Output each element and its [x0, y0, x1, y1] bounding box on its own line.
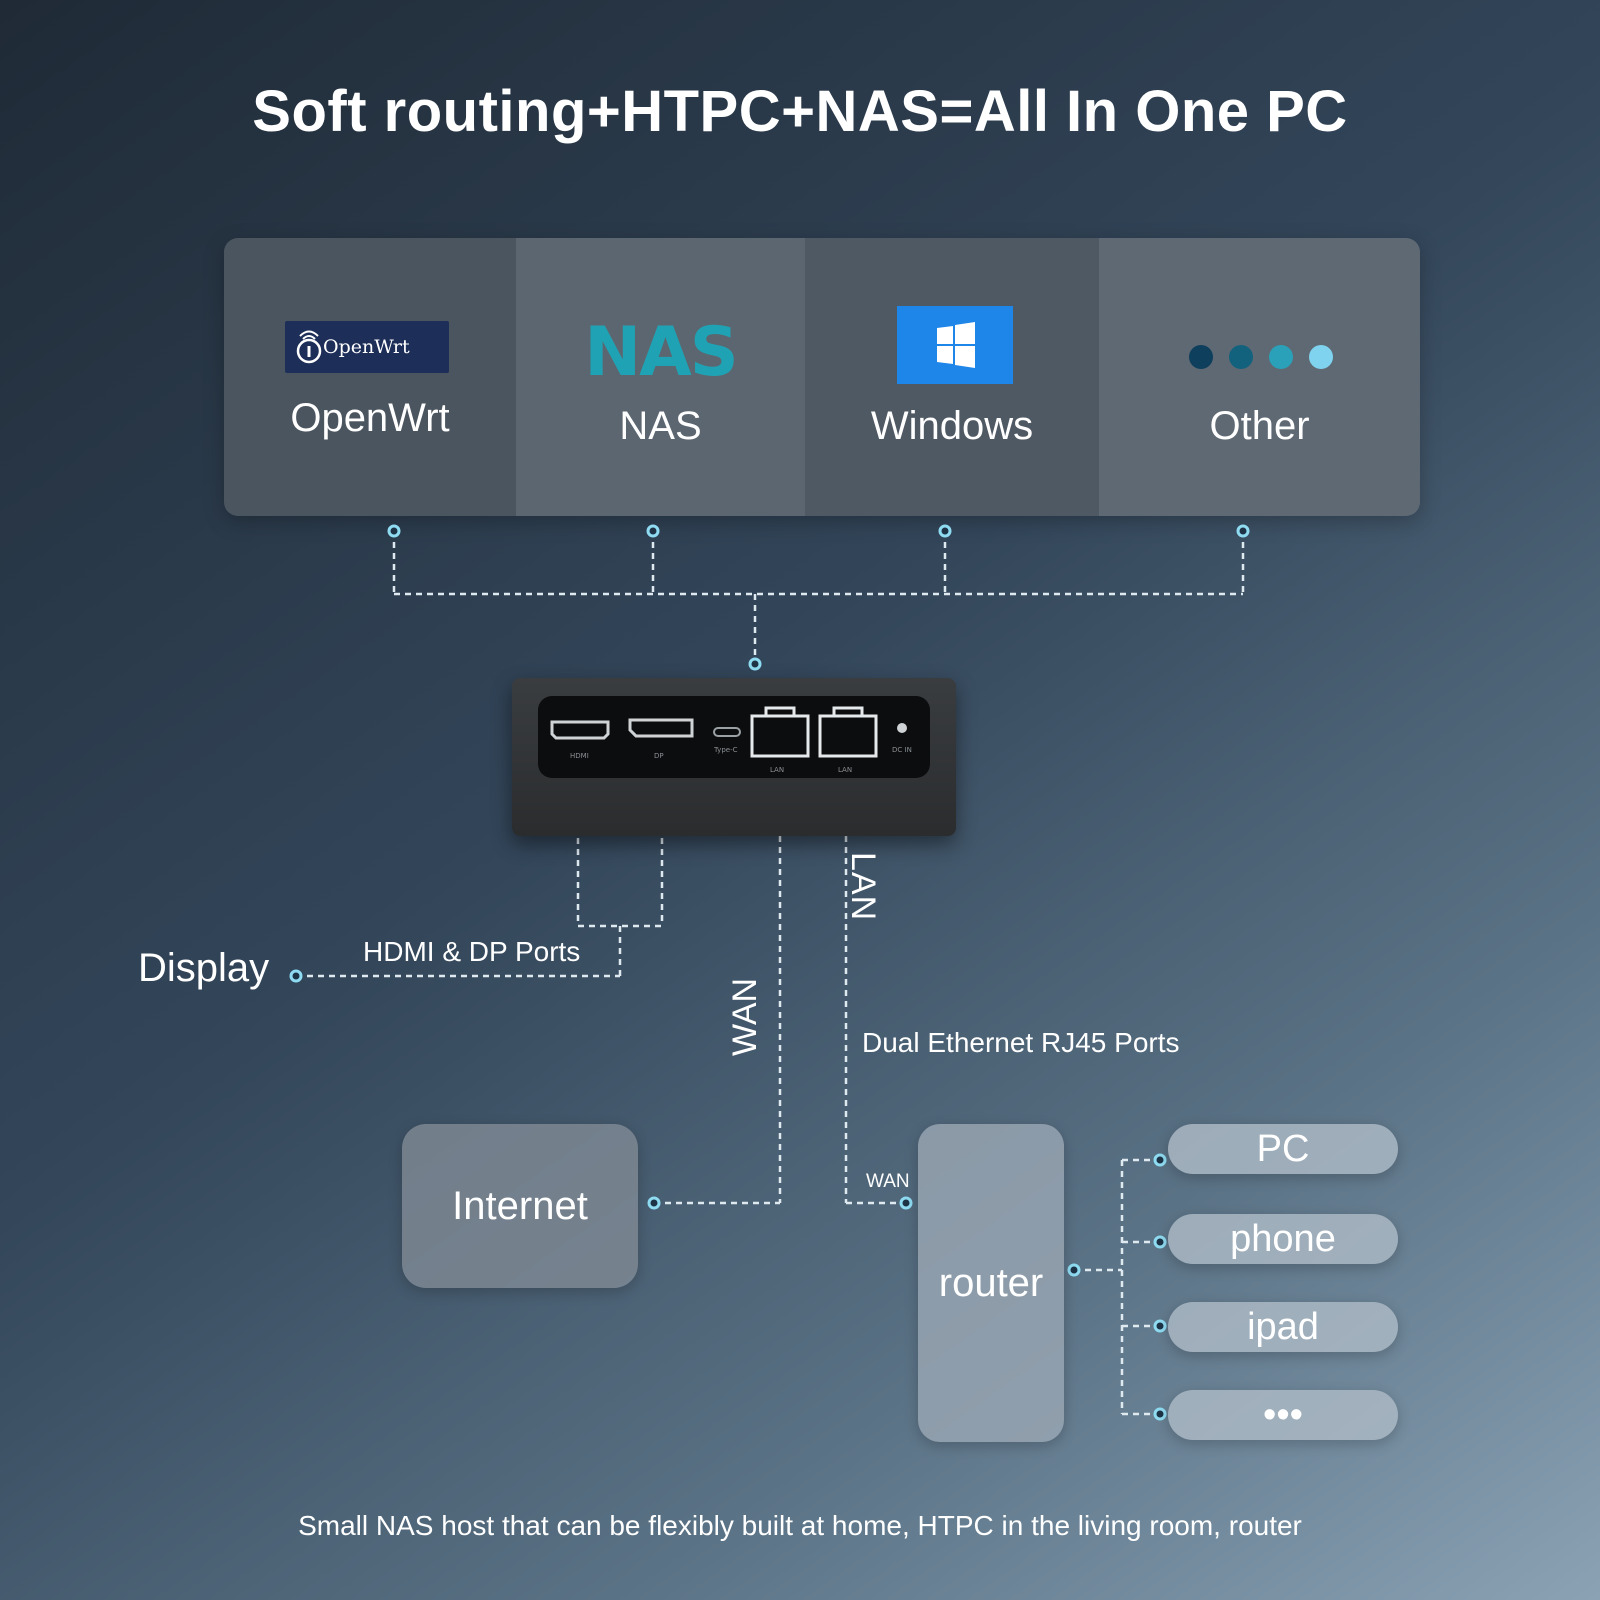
- client-pc: PC: [1168, 1124, 1398, 1174]
- wan-label: WAN: [726, 977, 764, 1056]
- internet-node: Internet: [402, 1124, 638, 1288]
- hdmi-dp-label: HDMI & DP Ports: [363, 936, 581, 967]
- nas-logo: NAS: [584, 313, 739, 392]
- page-title: Soft routing+HTPC+NAS=All In One PC: [252, 79, 1348, 144]
- os-card-windows: Windows: [805, 238, 1099, 516]
- os-label-other: Other: [1209, 404, 1310, 448]
- mini-pc-device: HDMI DP Type-C LAN LAN DC IN: [512, 678, 956, 836]
- display-label: Display: [138, 946, 270, 990]
- os-options-panel: OpenWrt OpenWrt NAS NAS Windows Other: [224, 238, 1420, 516]
- port-label-lan-1: LAN: [770, 766, 784, 774]
- windows-icon: [897, 306, 1013, 384]
- lan-label: LAN: [844, 852, 882, 922]
- router-node: router: [918, 1124, 1064, 1442]
- io-panel: HDMI DP Type-C LAN LAN DC IN: [538, 696, 930, 778]
- dp-port: [628, 718, 694, 738]
- client-phone: phone: [1168, 1214, 1398, 1264]
- footer-caption: Small NAS host that can be flexibly buil…: [298, 1510, 1302, 1541]
- os-label-nas: NAS: [619, 404, 702, 448]
- more-dots-icon: [1189, 345, 1333, 369]
- dual-ethernet-label: Dual Ethernet RJ45 Ports: [862, 1027, 1180, 1058]
- os-card-openwrt: OpenWrt OpenWrt: [224, 238, 516, 516]
- port-label-dc: DC IN: [892, 746, 912, 754]
- rj45-port-1: [750, 706, 810, 758]
- openwrt-logo: OpenWrt: [285, 321, 449, 373]
- client-more: •••: [1168, 1390, 1398, 1440]
- client-ipad: ipad: [1168, 1302, 1398, 1352]
- os-label-windows: Windows: [870, 404, 1034, 448]
- rj45-port-2: [818, 706, 878, 758]
- port-label-dp: DP: [654, 752, 664, 760]
- port-label-hdmi: HDMI: [570, 752, 589, 760]
- hdmi-port: [550, 720, 610, 740]
- dc-in-port: [897, 723, 907, 733]
- os-label-openwrt: OpenWrt: [290, 396, 450, 440]
- openwrt-icon: [296, 330, 322, 364]
- port-label-lan-2: LAN: [838, 766, 852, 774]
- os-card-nas: NAS NAS: [516, 238, 805, 516]
- openwrt-logo-text: OpenWrt: [323, 336, 410, 358]
- usb-c-port: [713, 727, 741, 737]
- os-card-other: Other: [1099, 238, 1420, 516]
- port-label-typec: Type-C: [713, 746, 738, 754]
- router-wan-label: WAN: [866, 1171, 910, 1192]
